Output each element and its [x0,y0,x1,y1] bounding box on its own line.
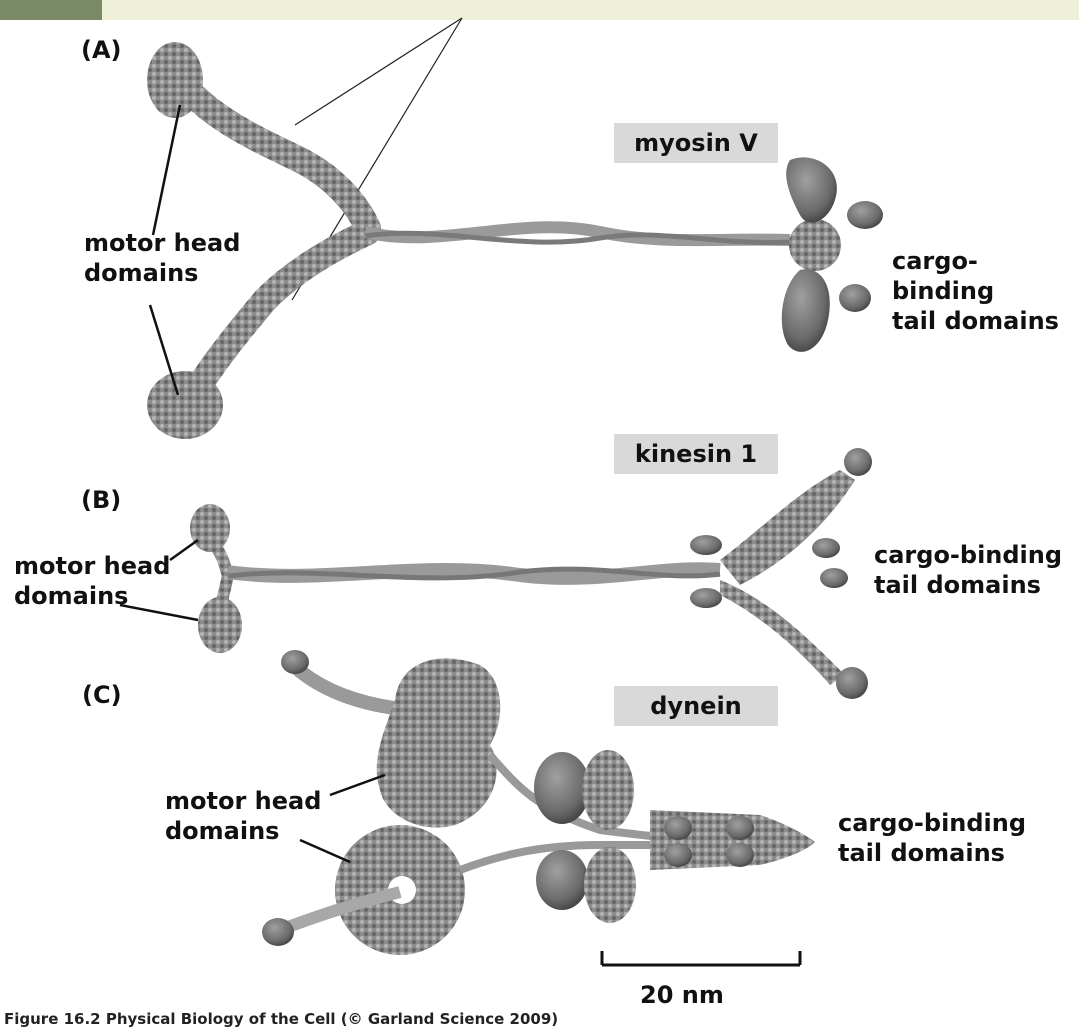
motor-head-label-c-line2: domains [165,816,321,846]
myosin-v-structure [147,42,883,439]
tail-label-c-line1: cargo-binding [838,808,1026,838]
panel-c-letter: (C) [82,681,122,709]
motor-head-label-a-line1: motor head [84,228,240,258]
tail-label-b: cargo-binding tail domains [874,540,1062,600]
scale-bar-label: 20 nm [640,980,724,1010]
tail-label-a-line1: cargo-binding [892,246,1079,306]
tail-label-c-line2: tail domains [838,838,1026,868]
protein-tag-kinesin-1: kinesin 1 [614,434,778,474]
panel-a-letter: (A) [81,36,122,64]
protein-tag-myosin-v: myosin V [614,123,778,163]
tail-label-a: cargo-binding tail domains [892,246,1079,336]
motor-head-label-b-line1: motor head [14,551,170,581]
scale-bar-line [602,951,800,965]
tail-label-c: cargo-binding tail domains [838,808,1026,868]
figure-caption: Figure 16.2 Physical Biology of the Cell… [4,1010,558,1028]
tail-label-b-line1: cargo-binding [874,540,1062,570]
tail-label-b-line2: tail domains [874,570,1062,600]
motor-head-label-b-line2: domains [14,581,170,611]
motor-head-label-c: motor head domains [165,786,321,846]
panel-b-letter: (B) [81,486,121,514]
motor-head-label-a: motor head domains [84,228,240,288]
protein-tag-dynein: dynein [614,686,778,726]
motor-head-label-b: motor head domains [14,551,170,611]
tail-label-a-line2: tail domains [892,306,1079,336]
motor-head-label-a-line2: domains [84,258,240,288]
motor-head-label-c-line1: motor head [165,786,321,816]
